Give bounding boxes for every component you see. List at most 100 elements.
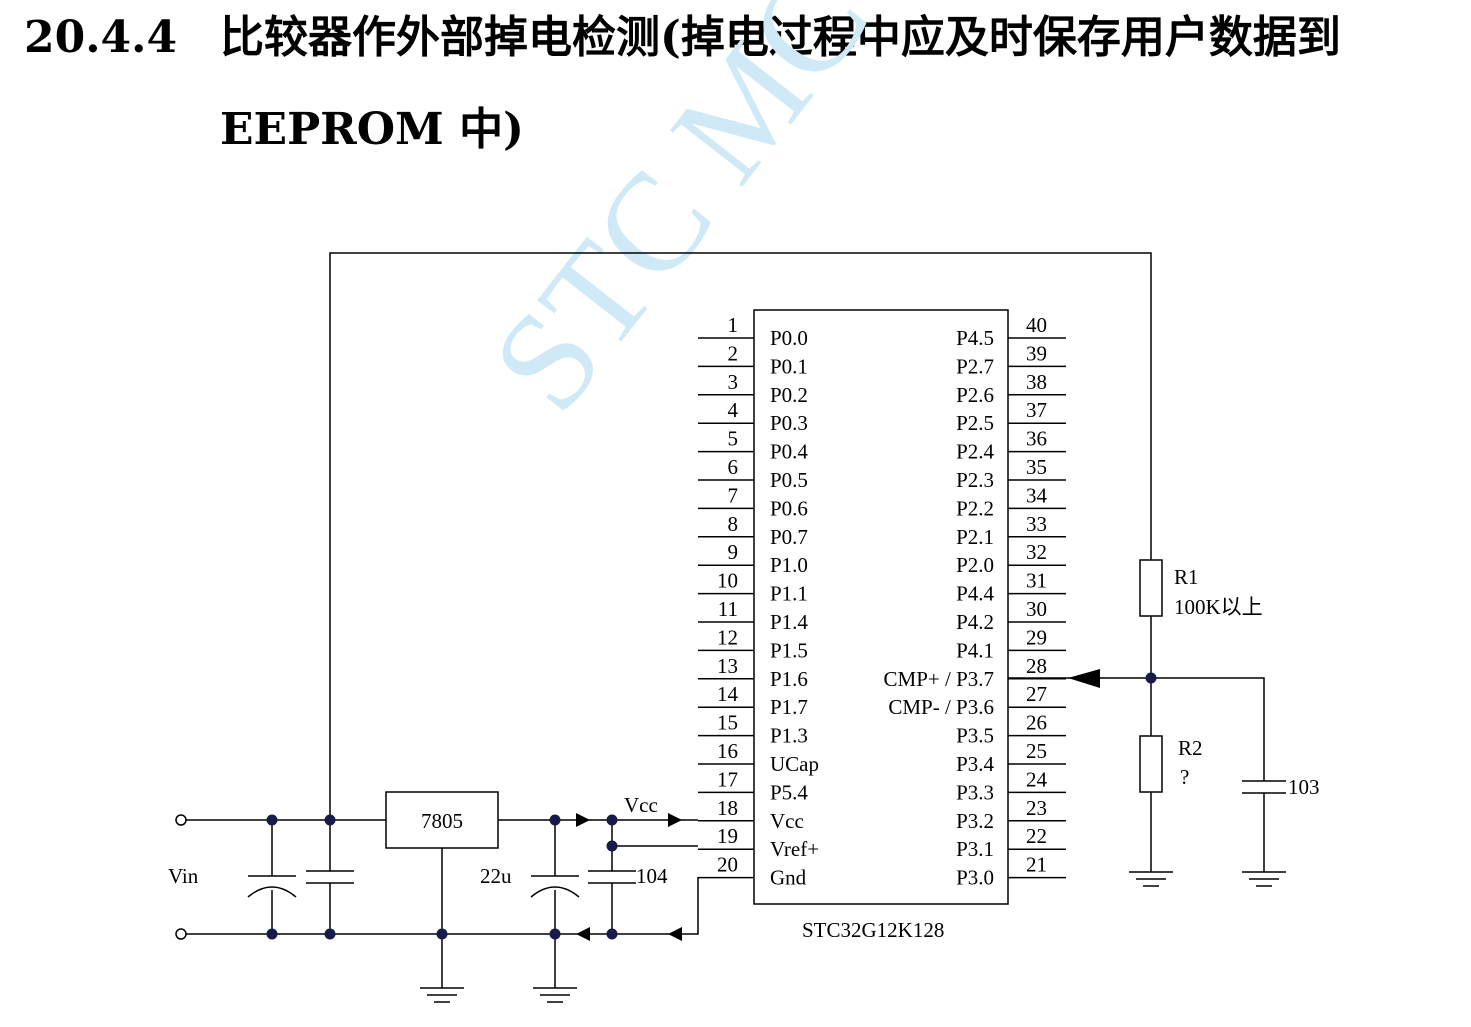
left-pin-number: 5 — [728, 427, 739, 451]
left-pin-number: 3 — [728, 370, 739, 394]
resistor-r1 — [1139, 559, 1163, 617]
section-title-line1: 比较器作外部掉电检测(掉电过程中应及时保存用户数据到 — [220, 12, 1341, 63]
ground-symbol-group — [420, 871, 1286, 1003]
junction-dot — [324, 928, 336, 940]
left-pin-number: 19 — [717, 824, 738, 848]
left-pin-label: P0.4 — [770, 440, 808, 464]
right-pin-number: 26 — [1026, 711, 1047, 735]
left-pin-label: UCap — [770, 752, 819, 776]
right-pin-label: P3.4 — [956, 752, 994, 776]
wire-top-loop — [329, 252, 1152, 820]
left-pin-label: P0.5 — [770, 468, 808, 492]
right-pin-label: P2.3 — [956, 468, 994, 492]
wire-cmp-to-node — [1008, 677, 1265, 781]
vcc-net-label: Vcc — [624, 793, 658, 817]
arrow-vcc-right-1 — [576, 813, 590, 827]
chip-part-number: STC32G12K128 — [802, 918, 944, 942]
right-pin-label: P3.3 — [956, 780, 994, 804]
junction-group — [266, 672, 1157, 940]
left-pin-label: P0.3 — [770, 411, 808, 435]
cap-c2 — [306, 820, 354, 934]
left-pin-label: P1.6 — [770, 667, 808, 691]
right-pin-number: 25 — [1026, 739, 1047, 763]
right-pin-number: 33 — [1026, 512, 1047, 536]
left-pin-number: 7 — [728, 483, 739, 507]
vin-label: Vin — [168, 864, 199, 888]
left-pin-number: 1 — [728, 313, 739, 337]
arrow-gnd-left-2 — [668, 927, 682, 941]
ground-symbol — [1242, 871, 1286, 887]
ground-symbol — [420, 987, 464, 1003]
cap-103-label: 103 — [1288, 775, 1320, 799]
left-pin-label: P0.0 — [770, 326, 808, 350]
right-pin-number: 29 — [1026, 625, 1047, 649]
regulator-label: 7805 — [421, 809, 463, 833]
junction-dot — [324, 814, 336, 826]
right-pin-label: P3.1 — [956, 837, 994, 861]
right-pin-group: 40P4.539P2.738P2.637P2.536P2.435P2.334P2… — [884, 313, 1066, 890]
right-pin-number: 21 — [1026, 853, 1047, 877]
left-pin-number: 8 — [728, 512, 739, 536]
left-pin-number: 15 — [717, 711, 738, 735]
left-pin-label: P1.0 — [770, 553, 808, 577]
right-pin-number: 36 — [1026, 427, 1047, 451]
right-pin-label: P3.0 — [956, 866, 994, 890]
cap-104-label: 104 — [636, 864, 668, 888]
left-pin-number: 18 — [717, 796, 738, 820]
ground-symbol — [1129, 871, 1173, 887]
resistor-r2 — [1139, 735, 1163, 793]
left-pin-number: 2 — [728, 341, 739, 365]
section-number: 20.4.4 — [24, 12, 178, 63]
right-pin-number: 39 — [1026, 341, 1047, 365]
right-pin-label: P2.7 — [956, 354, 994, 378]
right-pin-number: 37 — [1026, 398, 1047, 422]
cap-22u-electrolytic — [530, 820, 580, 988]
left-pin-label: P1.4 — [770, 610, 808, 634]
vin-terminal-bottom — [175, 928, 187, 940]
cap-22u-label: 22u — [480, 864, 512, 888]
junction-dot — [549, 814, 561, 826]
right-pin-number: 34 — [1026, 483, 1048, 507]
right-pin-number: 27 — [1026, 682, 1047, 706]
left-pin-number: 6 — [728, 455, 739, 479]
left-pin-number: 4 — [728, 398, 739, 422]
regulator-7805 — [385, 791, 499, 849]
wire-ground-rail — [186, 877, 699, 935]
wire-vref — [611, 820, 698, 847]
right-pin-label: P2.1 — [956, 525, 994, 549]
left-pin-label: P0.7 — [770, 525, 808, 549]
left-pin-label: P5.4 — [770, 780, 808, 804]
right-pin-number: 35 — [1026, 455, 1047, 479]
right-pin-number: 24 — [1026, 767, 1048, 791]
right-pin-number: 31 — [1026, 569, 1047, 593]
right-pin-label: P2.5 — [956, 411, 994, 435]
left-pin-number: 12 — [717, 625, 738, 649]
junction-dot — [606, 814, 618, 826]
junction-dot — [436, 928, 448, 940]
right-pin-label: P4.4 — [956, 582, 994, 606]
left-pin-label: P1.3 — [770, 724, 808, 748]
r1-name: R1 — [1174, 565, 1199, 589]
right-pin-number: 30 — [1026, 597, 1047, 621]
right-pin-label: P3.5 — [956, 724, 994, 748]
junction-dot — [606, 928, 618, 940]
right-pin-label: CMP- / P3.6 — [888, 695, 994, 719]
left-pin-label: P1.1 — [770, 582, 808, 606]
left-pin-number: 16 — [717, 739, 738, 763]
r2-value: ? — [1180, 765, 1189, 789]
left-pin-label: P0.6 — [770, 496, 808, 520]
junction-dot — [1145, 672, 1157, 684]
junction-dot — [606, 840, 618, 852]
right-pin-number: 22 — [1026, 824, 1047, 848]
left-pin-label: Gnd — [770, 866, 807, 890]
right-pin-number: 38 — [1026, 370, 1047, 394]
left-pin-number: 9 — [728, 540, 739, 564]
right-pin-number: 40 — [1026, 313, 1047, 337]
left-pin-label: P0.1 — [770, 354, 808, 378]
arrow-gnd-left-1 — [576, 927, 590, 941]
left-pin-number: 10 — [717, 569, 738, 593]
left-pin-label: Vcc — [770, 809, 804, 833]
cap-103 — [1242, 780, 1286, 872]
